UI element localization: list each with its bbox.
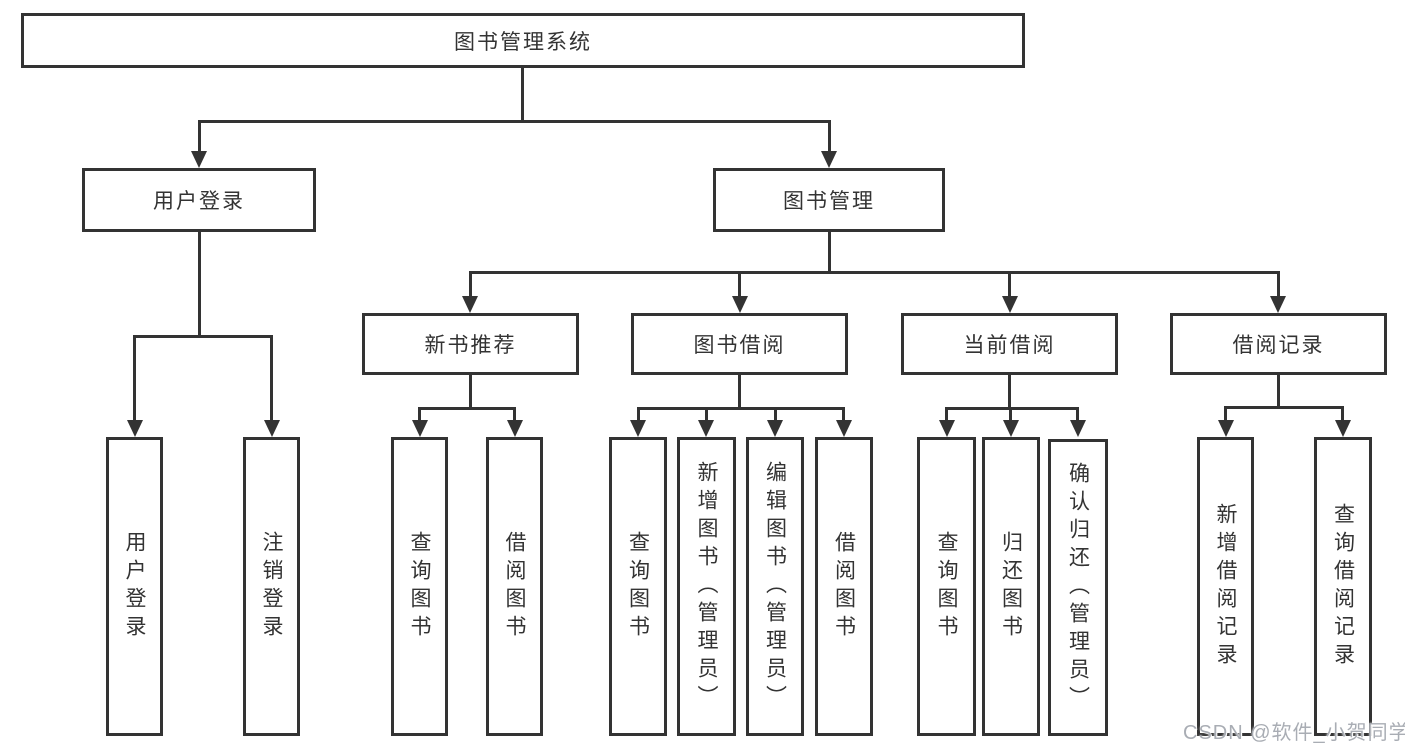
arrowhead-icon — [264, 420, 280, 437]
leaf-confirm-return-admin: 确认归还（管理员） — [1048, 439, 1108, 736]
connector-line — [705, 407, 708, 421]
node-label: 查询图书 — [408, 530, 431, 643]
node-book-management: 图书管理 — [713, 168, 945, 232]
arrowhead-icon — [836, 420, 852, 437]
node-label: 图书管理系统 — [454, 30, 592, 54]
leaf-user-login: 用户登录 — [106, 437, 163, 736]
arrowhead-icon — [1070, 420, 1086, 437]
connector-line — [637, 407, 844, 410]
arrowhead-icon — [191, 151, 207, 168]
arrowhead-icon — [127, 420, 143, 437]
connector-line — [1076, 407, 1079, 421]
leaf-logout: 注销登录 — [243, 437, 300, 736]
node-label: 借阅图书 — [503, 530, 526, 643]
arrowhead-icon — [412, 420, 428, 437]
node-label: 用户登录 — [153, 190, 245, 213]
watermark: CSDN @软件_小贺同学 — [1183, 722, 1405, 744]
connector-line — [1008, 375, 1011, 409]
arrowhead-icon — [939, 420, 955, 437]
node-label: 编辑图书（管理员） — [763, 460, 787, 713]
node-label: 图书借阅 — [693, 334, 786, 357]
connector-line — [1224, 406, 1343, 409]
node-book-borrow: 图书借阅 — [631, 313, 848, 375]
connector-line — [1277, 375, 1280, 408]
connector-line — [133, 335, 136, 421]
connector-line — [738, 375, 741, 409]
leaf-borrow-book: 借阅图书 — [486, 437, 543, 736]
connector-line — [1341, 406, 1344, 421]
arrowhead-icon — [462, 296, 478, 313]
connector-line — [133, 335, 273, 338]
node-label: 新书推荐 — [424, 334, 517, 357]
arrowhead-icon — [821, 151, 837, 168]
node-label: 新增图书（管理员） — [695, 460, 718, 713]
node-label: 图书管理 — [783, 190, 875, 213]
leaf-return-book: 归还图书 — [982, 437, 1040, 736]
arrowhead-icon — [507, 420, 523, 437]
leaf-query-borrow-record: 查询借阅记录 — [1314, 437, 1372, 736]
leaf-add-book-admin: 新增图书（管理员） — [677, 437, 736, 736]
connector-line — [738, 271, 741, 298]
node-label: 用户登录 — [123, 530, 146, 643]
node-label: 当前借阅 — [963, 334, 1056, 357]
node-current-borrow: 当前借阅 — [901, 313, 1118, 375]
connector-line — [828, 120, 831, 153]
node-label: 确认归还（管理员） — [1066, 461, 1090, 714]
connector-line — [842, 407, 845, 421]
connector-line — [198, 120, 201, 153]
node-label: 查询借阅记录 — [1331, 502, 1355, 671]
arrowhead-icon — [698, 420, 714, 437]
connector-line — [637, 407, 640, 421]
arrowhead-icon — [1335, 420, 1351, 437]
leaf-query-books: 查询图书 — [391, 437, 448, 736]
connector-line — [774, 407, 777, 421]
node-label: 查询图书 — [626, 530, 650, 643]
arrowhead-icon — [1270, 296, 1286, 313]
leaf-query-books: 查询图书 — [917, 437, 976, 736]
arrowhead-icon — [767, 420, 783, 437]
connector-line — [521, 66, 524, 122]
leaf-query-books: 查询图书 — [609, 437, 667, 736]
arrowhead-icon — [1002, 296, 1018, 313]
node-label: 新增借阅记录 — [1214, 502, 1237, 671]
connector-line — [469, 271, 1280, 274]
connector-line — [270, 335, 273, 421]
node-label: 借阅图书 — [832, 530, 856, 643]
arrowhead-icon — [732, 296, 748, 313]
connector-line — [1277, 271, 1280, 298]
node-label: 查询图书 — [935, 530, 958, 643]
node-label: 归还图书 — [999, 530, 1023, 643]
arrowhead-icon — [1218, 420, 1234, 437]
node-label: 借阅记录 — [1232, 334, 1325, 357]
node-user-login: 用户登录 — [82, 168, 316, 232]
leaf-edit-book-admin: 编辑图书（管理员） — [746, 437, 804, 736]
arrowhead-icon — [1003, 420, 1019, 437]
connector-line — [945, 407, 948, 421]
connector-line — [469, 375, 472, 409]
node-label: 注销登录 — [260, 530, 283, 643]
connector-line — [198, 120, 831, 123]
connector-line — [1224, 406, 1227, 421]
connector-line — [418, 407, 516, 410]
connector-line — [1009, 407, 1012, 421]
connector-line — [418, 407, 421, 421]
connector-line — [1008, 271, 1011, 298]
node-borrow-records: 借阅记录 — [1170, 313, 1387, 375]
connector-line — [828, 232, 831, 273]
leaf-borrow-book: 借阅图书 — [815, 437, 873, 736]
connector-line — [513, 407, 516, 421]
arrowhead-icon — [630, 420, 646, 437]
leaf-add-borrow-record: 新增借阅记录 — [1197, 437, 1254, 736]
node-root: 图书管理系统 — [21, 13, 1025, 68]
node-new-book-recommend: 新书推荐 — [362, 313, 579, 375]
connector-line — [198, 232, 201, 337]
connector-line — [469, 271, 472, 298]
